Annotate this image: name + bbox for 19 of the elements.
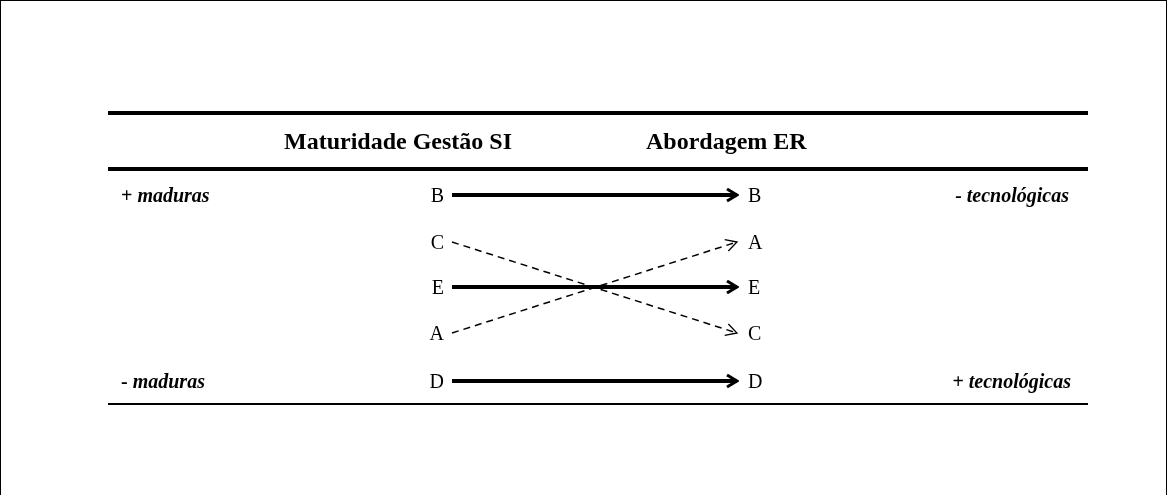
row-letter: B [738, 183, 772, 207]
arrow [452, 187, 739, 203]
column-heading: Abordagem ER [646, 127, 807, 155]
row-letter: A [421, 321, 452, 345]
row-letter: E [738, 275, 772, 299]
row-letter: B [421, 183, 452, 207]
row-letter: D [738, 369, 772, 393]
scale-label: + maduras [121, 183, 210, 207]
arrow [452, 279, 739, 295]
column-heading: Maturidade Gestão SI [284, 127, 512, 155]
row-letter: E [421, 275, 452, 299]
arrow [452, 373, 739, 389]
scale-label: - tecnológicas [955, 183, 1069, 207]
row-letter: C [738, 321, 772, 345]
scale-label: - maduras [121, 369, 205, 393]
row-letter: D [421, 369, 452, 393]
row-letter: A [738, 230, 772, 254]
row-letter: C [421, 230, 452, 254]
scale-label: + tecnológicas [952, 369, 1071, 393]
